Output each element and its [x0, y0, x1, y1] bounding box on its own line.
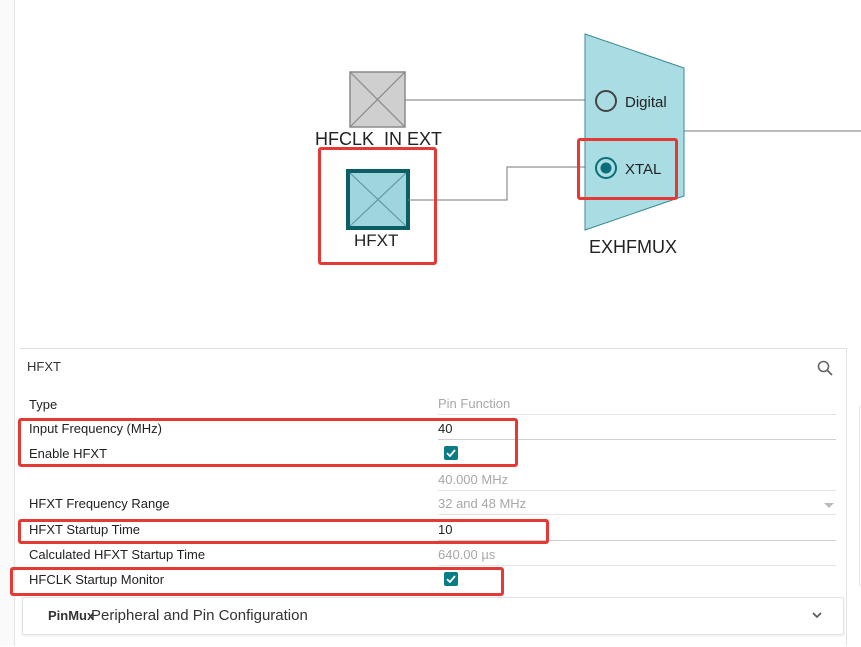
- type-value: Pin Function: [438, 396, 836, 415]
- hfclk-in-ext-label: HFCLK_IN EXT: [315, 129, 443, 149]
- exhfmux-shape[interactable]: [584, 33, 685, 231]
- frequency-readout: 40.000 MHz: [438, 472, 836, 491]
- check-icon: [446, 449, 456, 458]
- calculated-startup-value: 640.00 µs: [438, 547, 836, 566]
- startup-time-highlight: [18, 519, 549, 544]
- clock-diagram: HFCLK_IN EXT HFXT EXHFMUX Digital XTAL: [15, 0, 861, 346]
- pinmux-title: Peripheral and Pin Configuration: [91, 607, 308, 624]
- startup-monitor-highlight: [10, 567, 504, 596]
- mux-name: EXHFMUX: [589, 237, 678, 257]
- startup-monitor-checkbox[interactable]: [444, 572, 458, 586]
- check-icon: [446, 575, 456, 584]
- wire-hfxt-to-xtal: [408, 166, 587, 201]
- config-panel: HFXT Type Pin Function Input Frequency (…: [10, 348, 846, 647]
- type-label: Type: [29, 397, 58, 412]
- chevron-down-icon[interactable]: [811, 610, 823, 620]
- left-rail: [0, 0, 15, 646]
- input-frequency-label: Input Frequency (MHz): [29, 421, 162, 436]
- chevron-down-icon: [824, 503, 834, 508]
- xtal-highlight: [577, 138, 678, 200]
- startup-time-label: HFXT Startup Time: [29, 522, 141, 537]
- enable-hfxt-checkbox[interactable]: [444, 446, 458, 460]
- hfxt-highlight: [318, 147, 437, 265]
- pinmux-tag: PinMux: [48, 608, 95, 623]
- frequency-range-select[interactable]: 32 and 48 MHz: [438, 496, 836, 515]
- radio-digital[interactable]: [595, 90, 617, 112]
- enable-hfxt-label: Enable HFXT: [29, 446, 108, 461]
- radio-xtal[interactable]: [595, 157, 617, 179]
- search-icon[interactable]: [816, 359, 834, 377]
- radio-xtal-dot: [600, 162, 612, 174]
- startup-time-field[interactable]: 10: [438, 522, 836, 541]
- frequency-range-label: HFXT Frequency Range: [29, 496, 170, 511]
- diagram-canvas: [346, 33, 861, 231]
- startup-monitor-label: HFCLK Startup Monitor: [29, 572, 165, 587]
- pinmux-section[interactable]: PinMux Peripheral and Pin Configuration: [22, 597, 844, 635]
- mux-option-xtal[interactable]: XTAL: [625, 161, 662, 178]
- hfclk-in-ext-node[interactable]: [349, 71, 406, 128]
- frequency-enable-highlight: [18, 418, 518, 467]
- calculated-startup-label: Calculated HFXT Startup Time: [29, 547, 206, 562]
- right-rail: [846, 348, 861, 646]
- hfxt-label: HFXT: [354, 231, 399, 250]
- mux-option-digital[interactable]: Digital: [625, 94, 667, 111]
- panel-title: HFXT: [27, 359, 61, 374]
- input-frequency-field[interactable]: 40: [438, 421, 836, 440]
